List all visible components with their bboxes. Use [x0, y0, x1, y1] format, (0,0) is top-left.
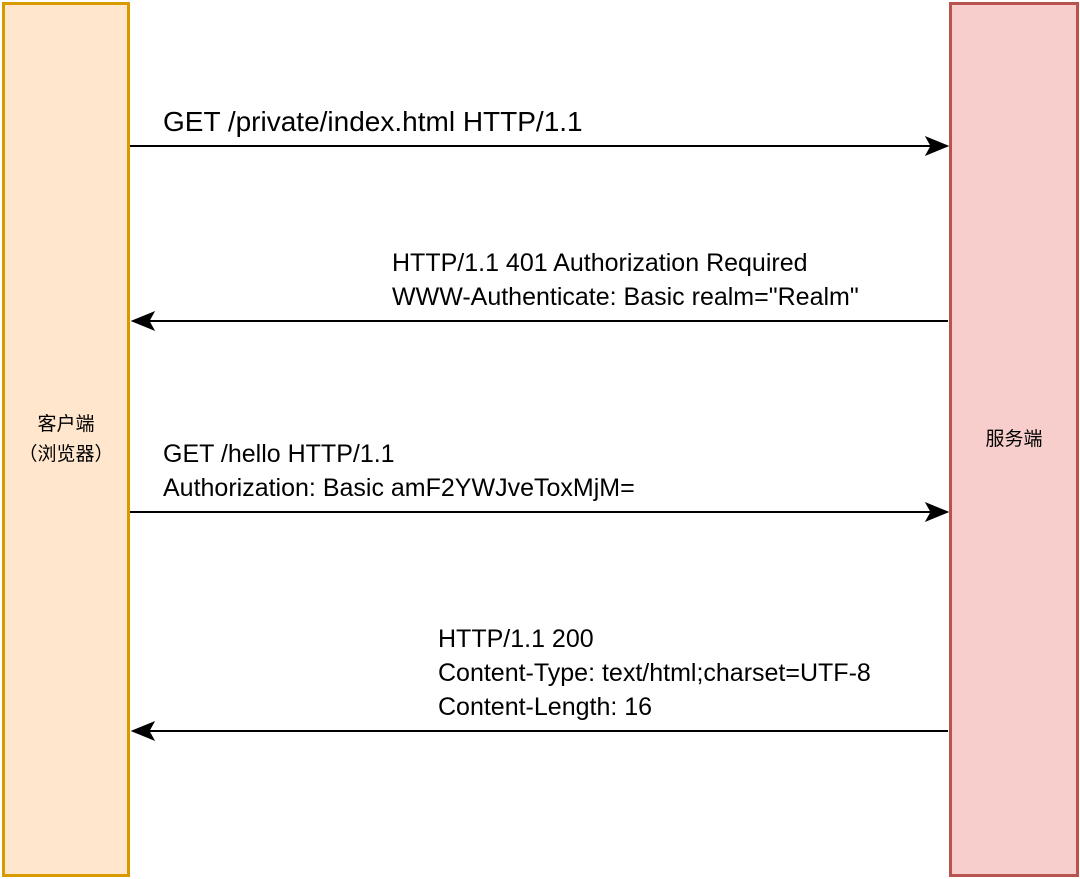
message-arrow-3-right: [130, 501, 950, 523]
message-arrow-2-left: [130, 310, 948, 332]
message-3-label: GET /hello HTTP/1.1 Authorization: Basic…: [163, 437, 635, 505]
message-arrow-4-left: [130, 720, 948, 742]
message-arrow-1-right: [130, 135, 950, 157]
actor-client-label-line1: 客户端: [37, 413, 95, 435]
message-1-label: GET /private/index.html HTTP/1.1: [163, 105, 583, 139]
actor-server-bar: 服务端: [949, 2, 1079, 877]
message-4-label: HTTP/1.1 200 Content-Type: text/html;cha…: [438, 622, 871, 724]
actor-server-label: 服务端: [985, 428, 1043, 450]
message-4-line-2: Content-Type: text/html;charset=UTF-8: [438, 659, 871, 687]
actor-client-bar: 客户端 （浏览器）: [2, 2, 130, 877]
message-2-label: HTTP/1.1 401 Authorization Required WWW-…: [392, 246, 859, 314]
message-3-line-2: Authorization: Basic amF2YWJveToxMjM=: [163, 474, 635, 502]
actor-client-label: 客户端 （浏览器）: [18, 410, 113, 470]
message-4-line-3: Content-Length: 16: [438, 693, 653, 721]
actor-client-label-line2: （浏览器）: [18, 443, 114, 465]
message-2-line-2: WWW-Authenticate: Basic realm="Realm": [392, 283, 859, 311]
message-1-line-1: GET /private/index.html HTTP/1.1: [163, 106, 583, 137]
message-3-line-1: GET /hello HTTP/1.1: [163, 440, 395, 468]
message-2-line-1: HTTP/1.1 401 Authorization Required: [392, 249, 808, 277]
message-4-line-1: HTTP/1.1 200: [438, 625, 594, 653]
